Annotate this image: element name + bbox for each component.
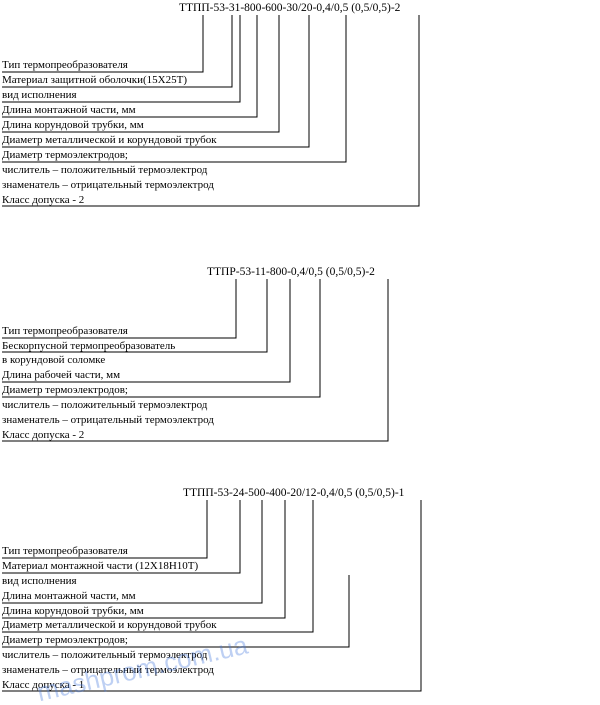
connector-line	[2, 575, 350, 648]
code-part: -24	[229, 487, 245, 499]
block2-label: в корундовой соломке	[2, 354, 106, 366]
block3-label: Длина корундовой трубки, мм	[2, 605, 144, 617]
code-part: -31	[225, 2, 241, 14]
block2-label: Бескорпусной термопреобразователь	[2, 340, 176, 352]
block3-label: Длина монтажной части, мм	[2, 590, 136, 602]
connector-line	[2, 15, 280, 133]
block1-label: Длина корундовой трубки, мм	[2, 119, 144, 131]
block1-label: Класс допуска - 2	[2, 194, 85, 206]
connector-line	[2, 500, 314, 633]
block3-label: Класс допуска - 1	[2, 679, 85, 691]
code-part: ТТПП-53	[183, 487, 229, 499]
block2-label: Длина рабочей части, мм	[2, 369, 121, 381]
code-part: ТТПР-53	[207, 266, 252, 278]
code-part: -800	[240, 2, 262, 14]
connector-line	[2, 279, 237, 339]
connector-line	[2, 279, 268, 353]
block1-label: Тип термопреобразователя	[2, 59, 128, 71]
connector-line	[2, 279, 389, 442]
block2-label: знаменатель – отрицательный термоэлектро…	[2, 414, 214, 426]
connector-line	[2, 500, 422, 692]
block1-label: вид исполнения	[2, 89, 77, 101]
code-part: (0,5/0,5)-2	[348, 2, 401, 14]
connector-line	[2, 500, 263, 604]
connector-line	[2, 500, 286, 619]
block1-label: Материал защитной оболочки(15Х25Т)	[2, 74, 187, 86]
connector-line	[2, 15, 204, 73]
block2-label: Диаметр термоэлектродов;	[2, 384, 128, 396]
block2-label: Тип термопреобразователя	[2, 325, 128, 337]
code-part: -0,4/0,5	[312, 2, 349, 14]
code-part: -400	[265, 487, 287, 499]
code-part: -500	[244, 487, 266, 499]
code-part: -0,4/0,5	[287, 266, 323, 278]
code-part: -11	[251, 266, 266, 278]
block3-label: знаменатель – отрицательный термоэлектро…	[2, 664, 214, 676]
code-part: ТТПП-53	[179, 2, 225, 14]
code-part: (0,5/0,5)-1	[352, 487, 405, 499]
block1-label: знаменатель – отрицательный термоэлектро…	[2, 179, 214, 191]
block2-code: ТТПР-53-11-800-0,4/0,5 (0,5/0,5)-2	[207, 266, 375, 279]
block1-label: Диаметр термоэлектродов;	[2, 149, 128, 161]
block3-label: вид исполнения	[2, 575, 77, 587]
block1-label: Диаметр металлической и корундовой трубо…	[2, 134, 217, 146]
block3-label: Тип термопреобразователя	[2, 545, 128, 557]
block3-label: Материал монтажной части (12Х18Н10Т)	[2, 560, 199, 572]
block1-label: Длина монтажной части, мм	[2, 104, 136, 116]
code-part: -600	[261, 2, 283, 14]
connector-line	[2, 15, 241, 103]
code-part: -800	[266, 266, 288, 278]
code-part: -0,4/0,5	[316, 487, 353, 499]
block1-code: ТТПП-53-31-800-600-30/20-0,4/0,5 (0,5/0,…	[179, 2, 400, 15]
block3-code: ТТПП-53-24-500-400-20/12-0,4/0,5 (0,5/0,…	[183, 487, 404, 500]
connector-line	[2, 279, 321, 398]
code-part: -30/20	[282, 2, 313, 14]
connector-line	[2, 500, 241, 574]
connector-line	[2, 15, 258, 118]
connector-line	[2, 15, 233, 88]
code-part: -20/12	[286, 487, 317, 499]
connector-line	[2, 15, 420, 207]
connector-line	[2, 15, 347, 163]
block2-label: числитель – положительный термоэлектрод	[2, 399, 208, 411]
connector-line	[2, 15, 310, 148]
connector-line	[2, 279, 291, 383]
block3-label: Диаметр термоэлектродов;	[2, 634, 128, 646]
block1-label: числитель – положительный термоэлектрод	[2, 164, 208, 176]
connector-line	[2, 500, 208, 559]
block3-label: Диаметр металлической и корундовой трубо…	[2, 619, 217, 631]
code-part: (0,5/0,5)-2	[322, 266, 375, 278]
block3-label: числитель – положительный термоэлектрод	[2, 649, 208, 661]
block2-label: Класс допуска - 2	[2, 429, 85, 441]
